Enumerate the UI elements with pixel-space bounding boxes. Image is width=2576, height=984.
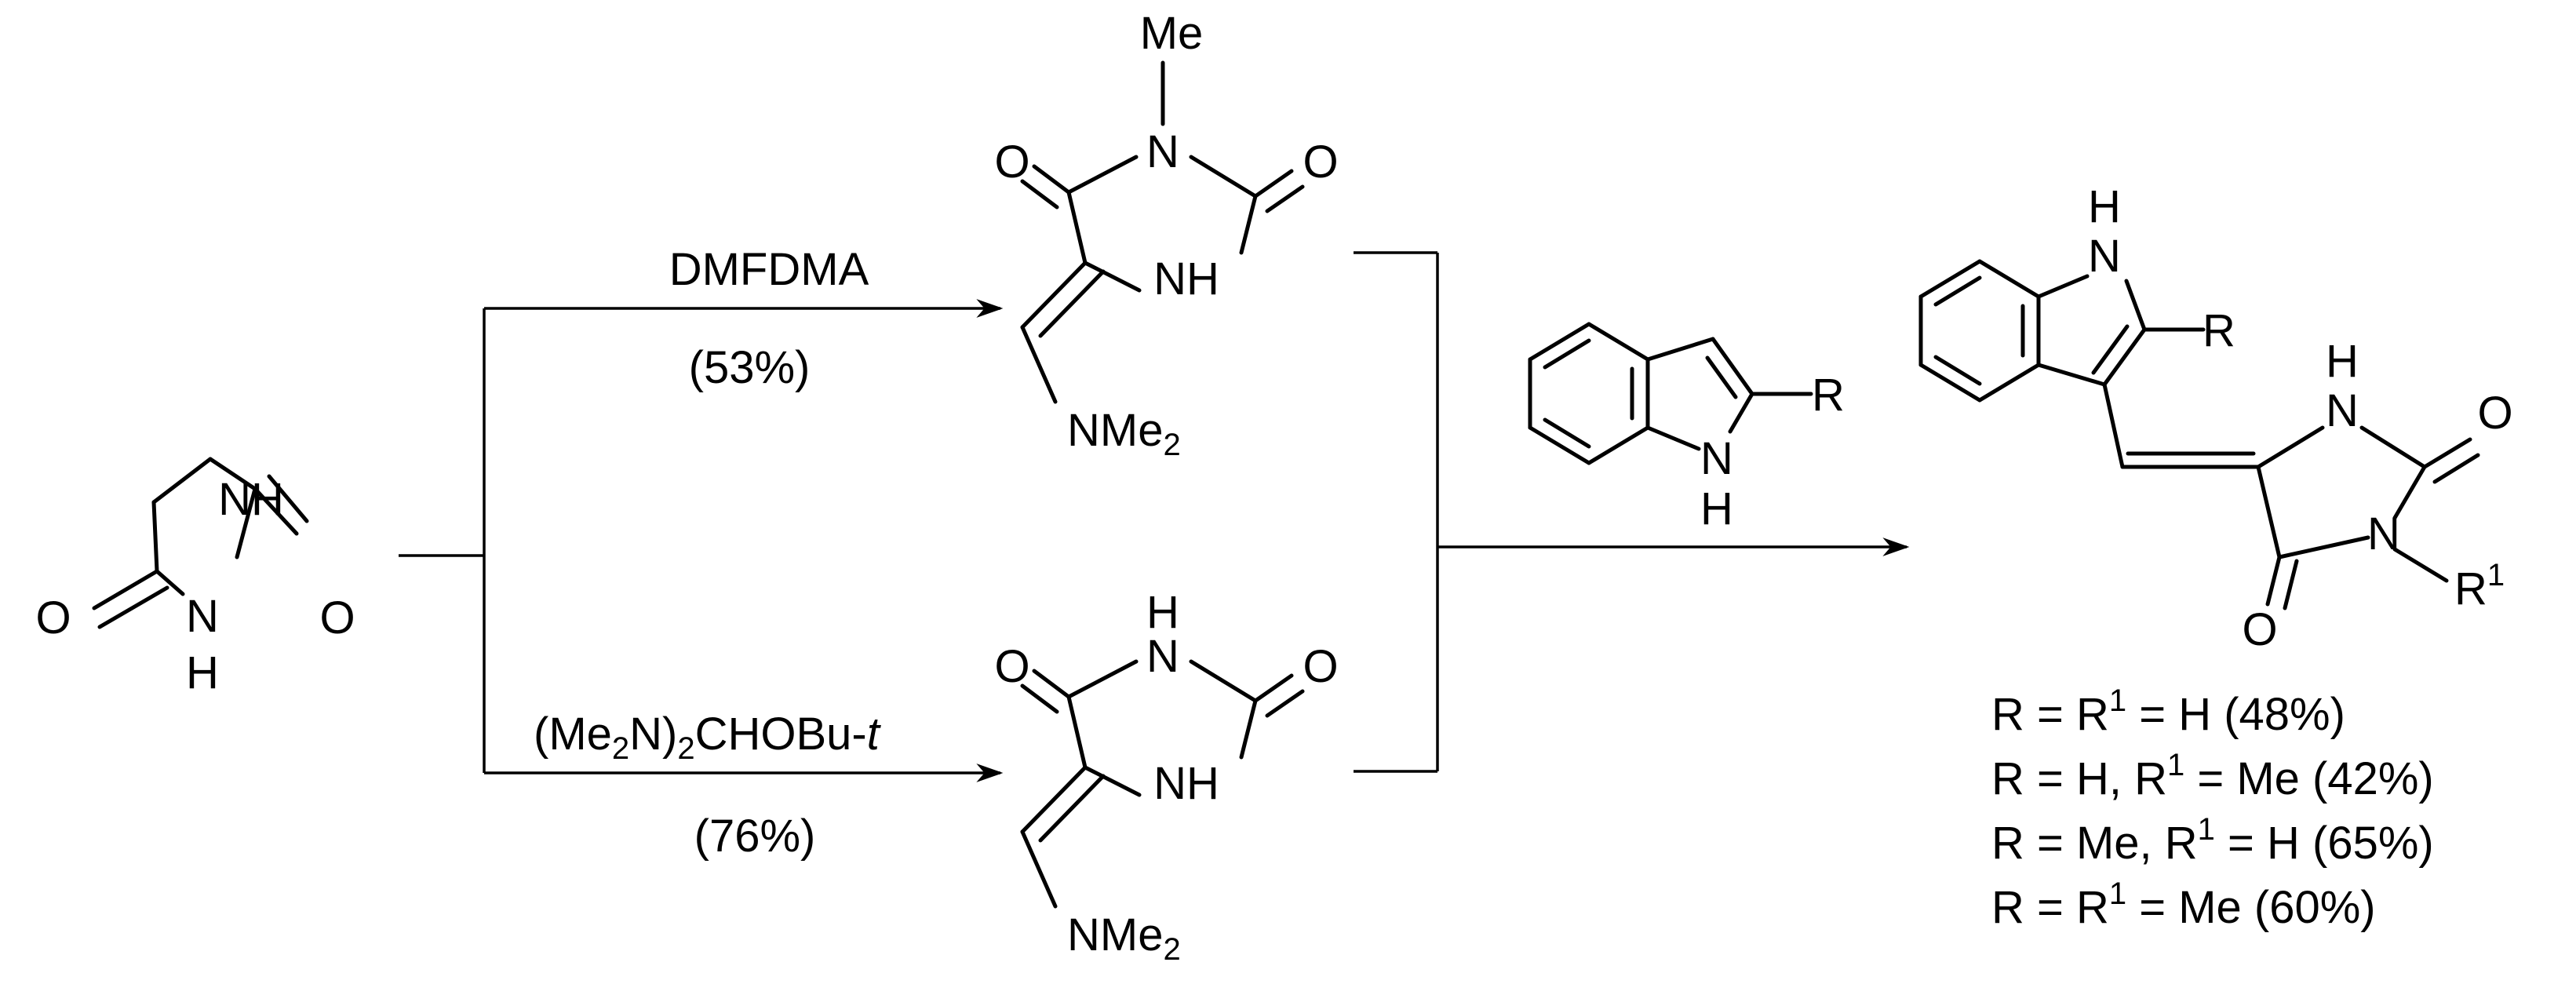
final-product-n-ring: N — [2367, 508, 2400, 559]
top-product-o-left: O — [994, 137, 1029, 188]
indole-reagent-r: R — [1812, 370, 1845, 421]
final-product-n-ring-top: N — [2326, 385, 2359, 436]
final-product-h-ring: H — [2326, 336, 2359, 387]
bottom-product-molecule: H N O O NH NMe2 — [994, 587, 1338, 967]
final-product-molecule: H N R H N O N O R1 — [1918, 181, 2513, 655]
bottom-product-nme2: NMe2 — [1067, 909, 1181, 967]
bottom-product-bonds — [1020, 659, 1305, 909]
hydantoin-o-left: O — [35, 592, 71, 643]
bottom-yield: (76%) — [694, 811, 816, 862]
yield-line-1: R = R1 = H (48%) — [1991, 683, 2345, 740]
top-reagent: DMFDMA — [669, 244, 869, 295]
merge-arrow — [1354, 251, 1910, 773]
top-product-nme2: NMe2 — [1067, 405, 1181, 462]
top-product-me: Me — [1140, 8, 1204, 59]
indole-reagent-n: N — [1700, 433, 1733, 484]
indole-reagent-molecule: R N H — [1528, 322, 1845, 534]
branch-arrows — [399, 299, 1004, 782]
top-product-bonds — [1020, 60, 1305, 404]
bottom-product-o-right: O — [1303, 641, 1338, 692]
hydantoin-n-bottom: N — [186, 591, 219, 642]
final-product-r: R — [2203, 305, 2235, 356]
yield-line-2: R = H, R1 = Me (42%) — [1991, 748, 2434, 804]
final-product-bonds — [1918, 259, 2480, 610]
bottom-product-nh: NH — [1153, 758, 1219, 809]
top-product-o-right: O — [1303, 137, 1338, 188]
indole-reagent-bonds — [1528, 322, 1813, 465]
top-yield: (53%) — [689, 342, 811, 393]
final-product-h-indole: H — [2088, 181, 2121, 232]
final-product-n-indole: N — [2088, 231, 2121, 282]
hydantoin-h-bottom: H — [186, 647, 219, 698]
hydantoin-nh-top: NH — [218, 474, 284, 525]
bottom-product-o-left: O — [994, 641, 1029, 692]
final-product-o-bottom: O — [2242, 604, 2277, 655]
final-product-o-top: O — [2477, 388, 2512, 439]
final-product-r1: R1 — [2454, 558, 2505, 614]
top-product-n: N — [1146, 126, 1179, 177]
bottom-product-h-top: H — [1146, 587, 1179, 638]
yield-line-4: R = R1 = Me (60%) — [1991, 876, 2376, 933]
top-product-nh: NH — [1153, 253, 1219, 304]
bottom-reagent: (Me2N)2CHOBu-t — [534, 709, 882, 766]
hydantoin-molecule: NH O O N H — [35, 457, 355, 698]
indole-reagent-h: H — [1700, 483, 1733, 534]
hydantoin-bonds — [92, 457, 309, 629]
yield-list: R = R1 = H (48%) R = H, R1 = Me (42%) R … — [1991, 683, 2434, 933]
top-product-molecule: Me N O O NH NMe2 — [994, 8, 1338, 462]
hydantoin-o-right: O — [319, 592, 355, 643]
yield-line-3: R = Me, R1 = H (65%) — [1991, 812, 2434, 869]
bottom-product-n-top: N — [1146, 631, 1179, 682]
